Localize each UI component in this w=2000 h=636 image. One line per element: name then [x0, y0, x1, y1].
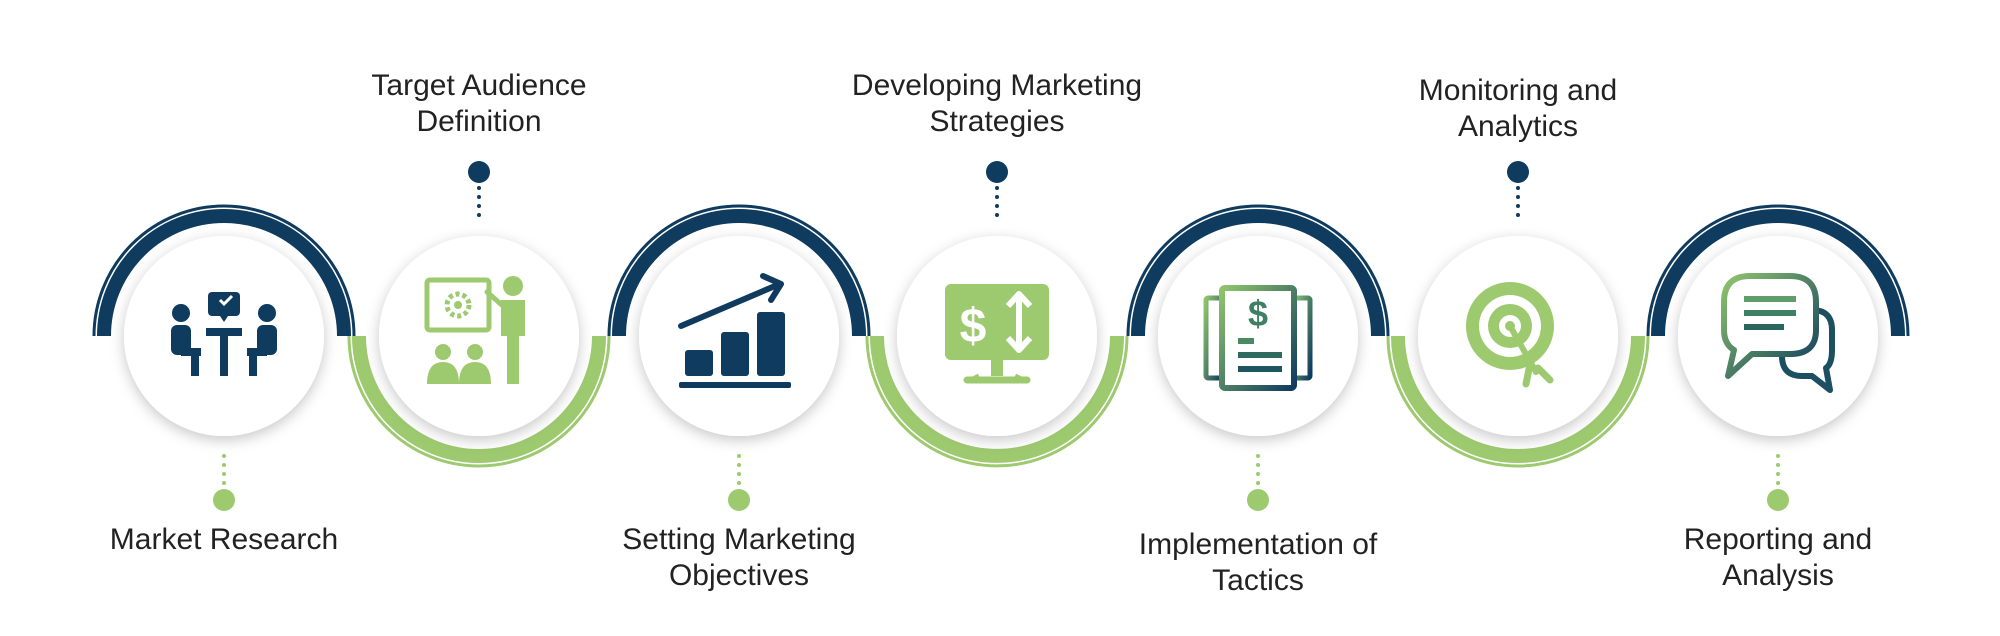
- presentation-icon: [424, 276, 525, 384]
- arc-band: [1131, 209, 1385, 337]
- arc-outer: [347, 335, 611, 468]
- arc-band: [870, 335, 1124, 463]
- arc-band: [97, 209, 351, 337]
- label-reporting-and-analysis: Reporting and Analysis: [1683, 523, 1873, 592]
- label-implementation-of-tactics: Implementation of Tactics: [1138, 528, 1378, 597]
- svg-text:$: $: [1248, 293, 1268, 334]
- step-monitoring-and-analytics: [1386, 161, 1650, 468]
- connector-node: [1247, 489, 1269, 511]
- step-developing-marketing-strategies: $: [865, 161, 1129, 468]
- arc-outer: [1126, 204, 1390, 337]
- step-circle: [379, 236, 579, 436]
- arc-outer: [607, 204, 871, 337]
- document-dollar-icon: $: [1203, 285, 1313, 391]
- step-reporting-and-analysis: [1646, 204, 1910, 511]
- arc-outer: [1646, 204, 1910, 337]
- step-implementation-of-tactics: $: [1126, 204, 1390, 511]
- svg-text:$: $: [960, 300, 987, 353]
- label-monitoring-and-analytics: Monitoring and Analytics: [1418, 74, 1618, 143]
- target-arrow-icon: [1466, 282, 1554, 388]
- arc-outer: [865, 335, 1129, 468]
- connector-node: [728, 489, 750, 511]
- label-setting-marketing-objectives: Setting Marketing Objectives: [622, 523, 856, 592]
- money-monitor-icon: $: [945, 284, 1049, 384]
- connector-node: [1507, 161, 1529, 183]
- arc-band: [612, 209, 866, 337]
- meeting-people-icon: [171, 292, 277, 376]
- connector-node: [986, 161, 1008, 183]
- label-market-research: Market Research: [109, 523, 339, 556]
- connector-node: [468, 161, 490, 183]
- arc-band: [1391, 335, 1645, 463]
- chat-bubbles-icon: [1721, 273, 1835, 393]
- connector-node: [1767, 489, 1789, 511]
- growth-chart-icon: [678, 273, 791, 388]
- arc-outer: [92, 204, 356, 337]
- label-target-audience-definition: Target Audience Definition: [371, 69, 587, 138]
- arc-band: [352, 335, 606, 463]
- connector-node: [213, 489, 235, 511]
- step-setting-marketing-objectives: [607, 204, 871, 511]
- step-target-audience-definition: [347, 161, 611, 468]
- step-market-research: [92, 204, 356, 511]
- arc-band: [1651, 209, 1905, 337]
- label-developing-marketing-strategies: Developing Marketing Strategies: [851, 69, 1143, 138]
- arc-outer: [1386, 335, 1650, 468]
